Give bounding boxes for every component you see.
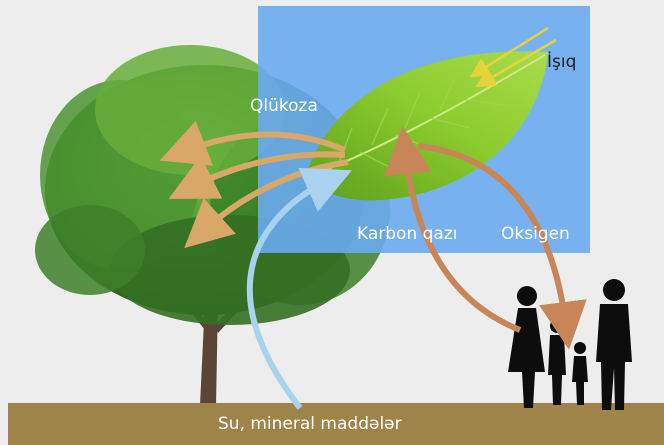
water-minerals-label: Su, mineral maddələr <box>218 414 402 434</box>
light-ray-1 <box>469 26 549 78</box>
people-silhouettes <box>508 279 632 410</box>
carbon-dioxide-label: Karbon qazı <box>357 224 458 244</box>
oxygen-label: Oksigen <box>501 224 570 244</box>
glucose-arrow-2 <box>168 151 346 199</box>
glucose-label: Qlükoza <box>250 96 318 116</box>
water-arrow <box>246 167 352 410</box>
ground-strip <box>8 403 664 445</box>
glucose-arrow-3 <box>184 159 349 249</box>
glucose-arrow-1 <box>159 120 347 166</box>
light-label: İşıq <box>547 52 577 72</box>
light-ray-2 <box>475 38 557 88</box>
oxygen-arrow <box>417 143 587 350</box>
carbon-dioxide-arrow <box>383 126 522 333</box>
